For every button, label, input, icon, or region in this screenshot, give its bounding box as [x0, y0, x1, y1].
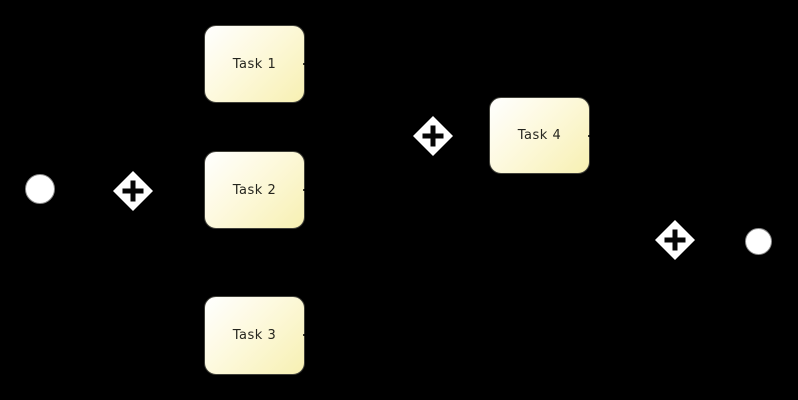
task-1-label: Task 1 — [232, 56, 277, 72]
task-2[interactable]: Task 2 — [204, 151, 305, 229]
flow-task1-to-gateway2 — [303, 63, 434, 114]
parallel-gateway-split[interactable] — [113, 171, 153, 211]
parallel-gateway-join-2[interactable] — [655, 220, 695, 260]
task-2-label: Task 2 — [232, 182, 277, 198]
plus-icon — [113, 171, 153, 211]
task-3[interactable]: Task 3 — [204, 296, 305, 375]
task-4-label: Task 4 — [517, 128, 562, 143]
task-1[interactable]: Task 1 — [204, 25, 305, 103]
flow-gateway1-to-task1 — [132, 63, 202, 171]
flow-task4-to-gateway3 — [588, 135, 676, 218]
end-event[interactable] — [745, 228, 772, 255]
flow-gateway1-to-task3 — [132, 211, 202, 336]
task-3-label: Task 3 — [232, 328, 277, 343]
flow-task2-to-gateway2 — [303, 158, 434, 191]
flow-task3-to-gateway3 — [303, 262, 676, 336]
task-4[interactable]: Task 4 — [489, 97, 590, 174]
plus-icon — [413, 116, 453, 156]
plus-icon — [655, 220, 695, 260]
parallel-gateway-join-1[interactable] — [413, 116, 453, 156]
start-event[interactable] — [25, 174, 55, 204]
